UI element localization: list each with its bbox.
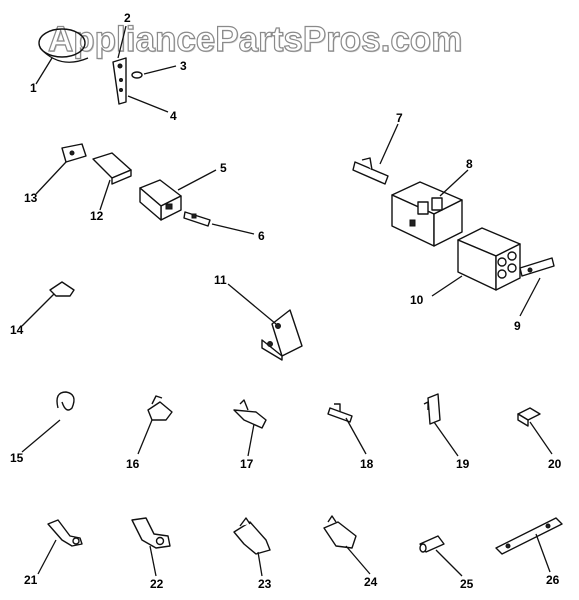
callout-14: 14 bbox=[10, 323, 24, 337]
callout-21: 21 bbox=[24, 573, 38, 587]
part-10-plug-housing bbox=[457, 227, 521, 291]
part-24-quick-connect bbox=[323, 515, 357, 549]
callout-labels: 1 2 3 4 5 6 7 8 9 10 11 12 13 14 15 16 1… bbox=[10, 11, 562, 591]
callout-6: 6 bbox=[258, 229, 265, 243]
part-15-wire-clamp bbox=[56, 391, 75, 411]
part-4-bracket bbox=[112, 57, 127, 105]
part-23-flag-terminal bbox=[233, 517, 271, 555]
part-3-screw bbox=[131, 71, 143, 79]
part-8-multi-pin-housing bbox=[391, 181, 463, 247]
part-21-ring-terminal bbox=[47, 519, 83, 547]
callout-23: 23 bbox=[258, 577, 272, 591]
callout-3: 3 bbox=[180, 59, 187, 73]
part-18-crimp-terminal bbox=[327, 403, 353, 423]
part-13-terminal bbox=[61, 143, 87, 163]
part-1-wire-loop bbox=[38, 28, 89, 63]
callout-24: 24 bbox=[364, 575, 378, 589]
callout-1: 1 bbox=[30, 81, 37, 95]
callout-17: 17 bbox=[240, 457, 254, 471]
callout-15: 15 bbox=[10, 451, 24, 465]
callout-10: 10 bbox=[410, 293, 424, 307]
part-26-jumper-strap bbox=[495, 517, 563, 555]
part-12-insulator bbox=[92, 152, 132, 185]
callout-9: 9 bbox=[514, 319, 521, 333]
callout-20: 20 bbox=[548, 457, 562, 471]
part-7-female-terminal bbox=[352, 157, 389, 185]
callout-4: 4 bbox=[170, 109, 177, 123]
callout-7: 7 bbox=[396, 111, 403, 125]
callout-5: 5 bbox=[220, 161, 227, 175]
leader-lines bbox=[21, 25, 553, 577]
part-9-male-pin bbox=[519, 257, 555, 277]
part-20-small-connector bbox=[517, 407, 541, 427]
part-14-clip bbox=[49, 281, 75, 297]
callout-25: 25 bbox=[460, 577, 474, 591]
part-25-butt-splice bbox=[419, 535, 445, 553]
callout-13: 13 bbox=[24, 191, 38, 205]
callout-8: 8 bbox=[466, 157, 473, 171]
part-5-connector-housing bbox=[139, 179, 182, 221]
part-17-ring-tab-terminal bbox=[233, 399, 267, 429]
callout-22: 22 bbox=[150, 577, 164, 591]
part-16-cable-clip bbox=[147, 395, 173, 421]
part-6-terminal-pin bbox=[183, 211, 211, 227]
callout-2: 2 bbox=[124, 11, 131, 25]
part-19-spade-terminal bbox=[423, 393, 441, 425]
callout-18: 18 bbox=[360, 457, 374, 471]
callout-12: 12 bbox=[90, 209, 104, 223]
callout-19: 19 bbox=[456, 457, 470, 471]
callout-16: 16 bbox=[126, 457, 140, 471]
callout-26: 26 bbox=[546, 573, 560, 587]
part-11-mounting-bracket bbox=[261, 309, 303, 361]
part-22-ring-terminal-large bbox=[131, 517, 171, 549]
callout-11: 11 bbox=[214, 273, 227, 287]
